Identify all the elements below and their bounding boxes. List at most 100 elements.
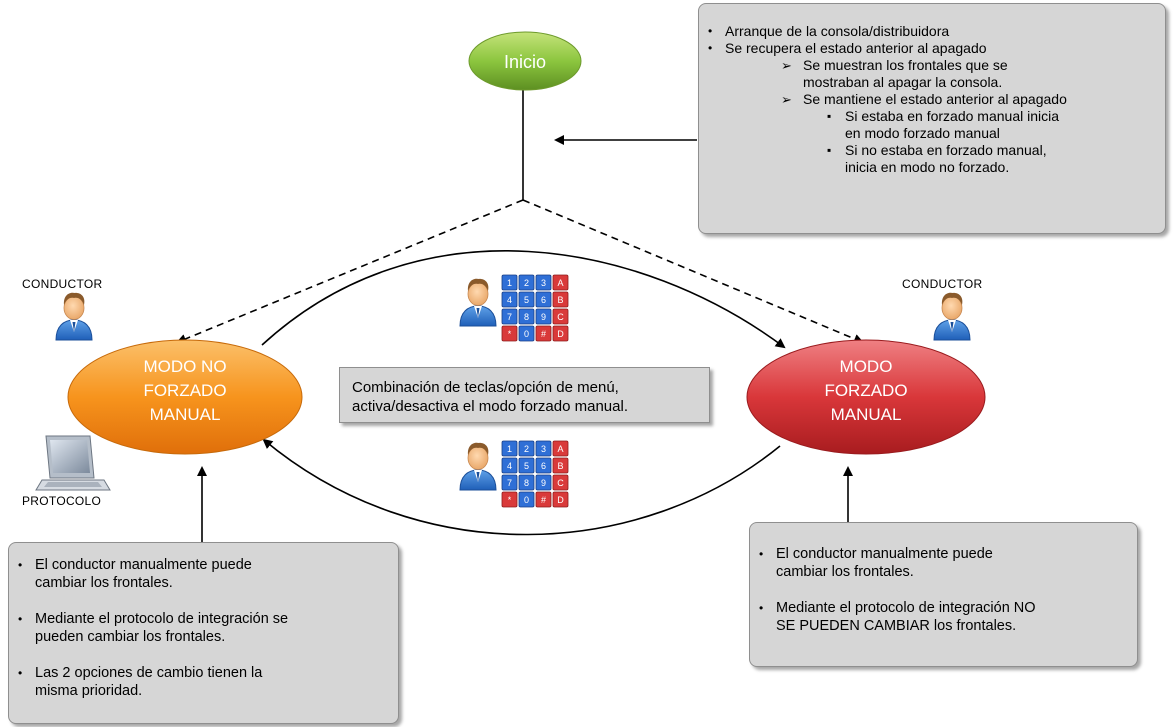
keypad-key: [501, 491, 518, 508]
mode-no-forzado-label: MODO NO FORZADO MANUAL: [90, 355, 280, 427]
keypad-key: [552, 491, 569, 508]
keypad-key: [501, 308, 518, 325]
keypad-key-label: 3: [541, 278, 546, 288]
keypad-key-label: 6: [541, 461, 546, 471]
keypad-key: [518, 325, 535, 342]
dashed-arrow-to-forzado: [522, 199, 864, 344]
center-note-line: activa/desactiva el modo forzado manual.: [352, 398, 628, 415]
note-line: Mediante el protocolo de integración NO: [776, 600, 1036, 616]
keypad-key-label: 7: [507, 312, 512, 322]
keypad-key-label: D: [557, 329, 564, 339]
keypad-key-label: 9: [541, 312, 546, 322]
mode-forzado-line: MANUAL: [830, 405, 902, 424]
curve-arrow-to-no-forzado: [262, 438, 781, 536]
startup-note-item: Si no estaba en forzado manual,: [699, 142, 1165, 159]
startup-note-item: inicia en modo no forzado.: [845, 159, 1010, 175]
startup-note-item: Se muestran los frontales que se: [699, 57, 1165, 74]
forzado-note-list: El conductor manualmente puede cambiar lo…: [750, 545, 1137, 635]
mode-forzado-line: FORZADO: [824, 381, 908, 400]
keypad-key: [501, 457, 518, 474]
startup-note-item: Se recupera el estado anterior al apagad…: [699, 40, 1165, 57]
keypad-key-label: 4: [507, 461, 512, 471]
keypad-key: [552, 274, 569, 291]
keypad-key: [518, 474, 535, 491]
note-line: pueden cambiar los frontales.: [35, 629, 226, 645]
keypad-key-label: C: [557, 478, 564, 488]
note-line: Mediante el protocolo de integración se: [35, 611, 289, 627]
keypad-key: [518, 308, 535, 325]
laptop-icon: [35, 435, 111, 491]
keypad-key-label: 8: [524, 312, 529, 322]
startup-note-list: Arranque de la consola/distribuidoraSe r…: [699, 23, 1165, 176]
keypad-key: [501, 474, 518, 491]
keypad-key-label: 5: [524, 461, 529, 471]
mode-no-forzado-line: MANUAL: [149, 405, 221, 424]
keypad-key-label: #: [541, 329, 546, 339]
keypad-key-label: C: [557, 312, 564, 322]
keypad-key: [501, 274, 518, 291]
keypad-key-label: B: [557, 461, 563, 471]
keypad-key: [552, 308, 569, 325]
mode-forzado-line: MODO: [839, 357, 893, 376]
note-line: SE PUEDEN CAMBIAR los frontales.: [776, 618, 1017, 634]
mode-no-forzado-node: [67, 339, 303, 455]
keypad-key: [535, 274, 552, 291]
note-line: El conductor manualmente puede: [35, 557, 252, 573]
keypad-key: [535, 474, 552, 491]
keypad-key: [535, 325, 552, 342]
right-conductor-label: CONDUCTOR: [902, 277, 983, 291]
keypad-key-label: 4: [507, 295, 512, 305]
keypad-key-label: 5: [524, 295, 529, 305]
mode-no-forzado-line: MODO NO: [143, 357, 227, 376]
left-note-item: Las 2 opciones de cambio tienen lamisma …: [9, 664, 398, 700]
keypad-key-label: 0: [524, 495, 529, 505]
keypad-key: [535, 308, 552, 325]
note-line: misma prioridad.: [35, 683, 143, 699]
mode-forzado-label: MODO FORZADO MANUAL: [771, 355, 961, 427]
no-forzado-note: El conductor manualmente puede cambiar lo…: [8, 542, 399, 724]
mode-no-forzado-line: FORZADO: [143, 381, 227, 400]
center-note: Combinación de teclas/opción de menú, ac…: [339, 367, 710, 423]
keypad-key-label: 3: [541, 444, 546, 454]
startup-note-item: en modo forzado manual: [845, 125, 1000, 141]
left-driver-icon: [55, 292, 93, 341]
keypad-key: [518, 457, 535, 474]
mode-forzado-node: [746, 339, 986, 455]
note-line: El conductor manualmente puede: [776, 546, 993, 562]
protocol-label: PROTOCOLO: [22, 494, 102, 508]
left-conductor-label: CONDUCTOR: [22, 277, 103, 291]
keypad-key: [552, 291, 569, 308]
keypad-key-label: 8: [524, 478, 529, 488]
startup-note-item: Arranque de la consola/distribuidora: [699, 23, 1165, 40]
keypad-key: [501, 440, 518, 457]
startup-note-item: mostraban al apagar la consola.: [803, 74, 1003, 90]
keypad-key: [518, 274, 535, 291]
keypad-key: [501, 291, 518, 308]
keypad-key-label: 2: [524, 444, 529, 454]
keypad-key-label: 9: [541, 478, 546, 488]
keypad-key-label: 7: [507, 478, 512, 488]
keypad-key: [552, 325, 569, 342]
keypad-key: [501, 325, 518, 342]
keypad-key: [552, 457, 569, 474]
keypad-key: [535, 440, 552, 457]
inicio-node: [468, 31, 582, 91]
keypad-key: [552, 474, 569, 491]
startup-note-item: Si estaba en forzado manual inicia: [699, 108, 1165, 125]
note-line: cambiar los frontales.: [776, 564, 914, 580]
startup-note-item: Se mantiene el estado anterior al apagad…: [699, 91, 1165, 108]
keypad-key-label: B: [557, 295, 563, 305]
top-driver-icon: [459, 278, 497, 327]
keypad-key: [552, 440, 569, 457]
keypad-key-label: 1: [507, 444, 512, 454]
keypad-key: [518, 491, 535, 508]
keypad-key-label: #: [541, 495, 546, 505]
note-line: cambiar los frontales.: [35, 575, 173, 591]
dashed-arrow-to-no-forzado: [176, 199, 524, 344]
center-note-line: Combinación de teclas/opción de menú,: [352, 379, 619, 396]
keypad-key-label: *: [508, 495, 512, 505]
keypad-key-label: *: [508, 329, 512, 339]
